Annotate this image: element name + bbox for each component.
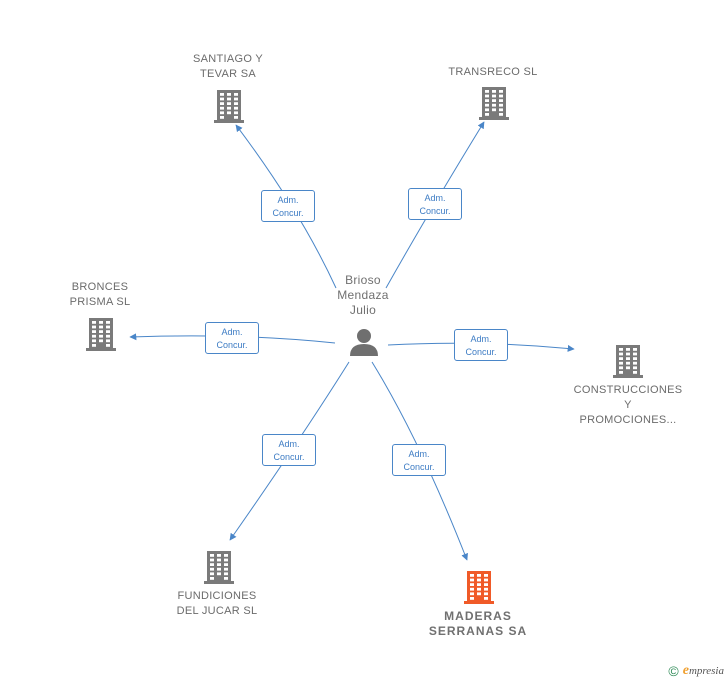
company-label-transreco[interactable]: TRANSRECO SL — [433, 65, 553, 80]
edge-role-transreco[interactable]: Adm. Concur. — [408, 188, 462, 220]
building-icon-transreco[interactable] — [479, 87, 509, 120]
building-icon-construcciones[interactable] — [613, 345, 643, 378]
brand-logo: empresia — [683, 663, 724, 679]
company-line: SERRANAS SA — [428, 624, 528, 638]
building-icon-santiago[interactable] — [214, 90, 244, 123]
role-line: Concur. — [465, 347, 497, 357]
role-line: Concur. — [273, 452, 305, 462]
edge-role-santiago[interactable]: Adm. Concur. — [261, 190, 315, 222]
company-line: FUNDICIONES — [177, 590, 257, 602]
role-line: Concur. — [216, 340, 248, 350]
building-icon-fundiciones[interactable] — [204, 551, 234, 584]
center-name-line-1: Brioso — [345, 273, 381, 287]
company-line: TRANSRECO SL — [448, 66, 538, 78]
role-line: Concur. — [419, 206, 451, 216]
copyright-icon: © — [668, 663, 679, 679]
company-line: TEVAR SA — [200, 68, 256, 80]
company-line: Y — [624, 399, 632, 411]
company-line: PRISMA SL — [69, 296, 131, 308]
edge-role-maderas[interactable]: Adm. Concur. — [392, 444, 446, 476]
role-line: Adm. — [277, 195, 299, 205]
company-line: SANTIAGO Y — [192, 53, 264, 65]
building-icon-maderas[interactable] — [464, 571, 494, 604]
center-person-label[interactable]: Brioso Mendaza Julio — [328, 273, 398, 318]
role-line: Adm. — [408, 449, 430, 459]
brand-rest: mpresia — [688, 665, 724, 677]
role-line: Adm. — [278, 439, 300, 449]
center-name-line-3: Julio — [349, 303, 377, 317]
edge-role-fundiciones[interactable]: Adm. Concur. — [262, 434, 316, 466]
company-line: MADERAS — [444, 609, 512, 623]
edge-role-bronces[interactable]: Adm. Concur. — [205, 322, 259, 354]
company-label-bronces[interactable]: BRONCES PRISMA SL — [50, 280, 150, 310]
company-line: CONSTRUCCIONES — [573, 384, 683, 396]
brand-initial: e — [682, 663, 689, 678]
company-line: DEL JUCAR SL — [176, 605, 258, 617]
footer-brand: © empresia — [668, 663, 724, 679]
role-line: Adm. — [221, 327, 243, 337]
role-line: Concur. — [403, 462, 435, 472]
center-name-line-2: Mendaza — [337, 288, 389, 302]
company-line: BRONCES — [71, 281, 129, 293]
company-line: PROMOCIONES... — [579, 414, 677, 426]
company-label-construcciones[interactable]: CONSTRUCCIONES Y PROMOCIONES... — [563, 383, 693, 428]
role-line: Adm. — [424, 193, 446, 203]
person-icon[interactable] — [350, 329, 378, 356]
building-icon-bronces[interactable] — [86, 318, 116, 351]
edge-role-construcciones[interactable]: Adm. Concur. — [454, 329, 508, 361]
role-line: Adm. — [470, 334, 492, 344]
role-line: Concur. — [272, 208, 304, 218]
company-label-santiago[interactable]: SANTIAGO Y TEVAR SA — [178, 52, 278, 82]
company-label-fundiciones[interactable]: FUNDICIONES DEL JUCAR SL — [162, 589, 272, 619]
company-label-maderas[interactable]: MADERAS SERRANAS SA — [418, 609, 538, 639]
